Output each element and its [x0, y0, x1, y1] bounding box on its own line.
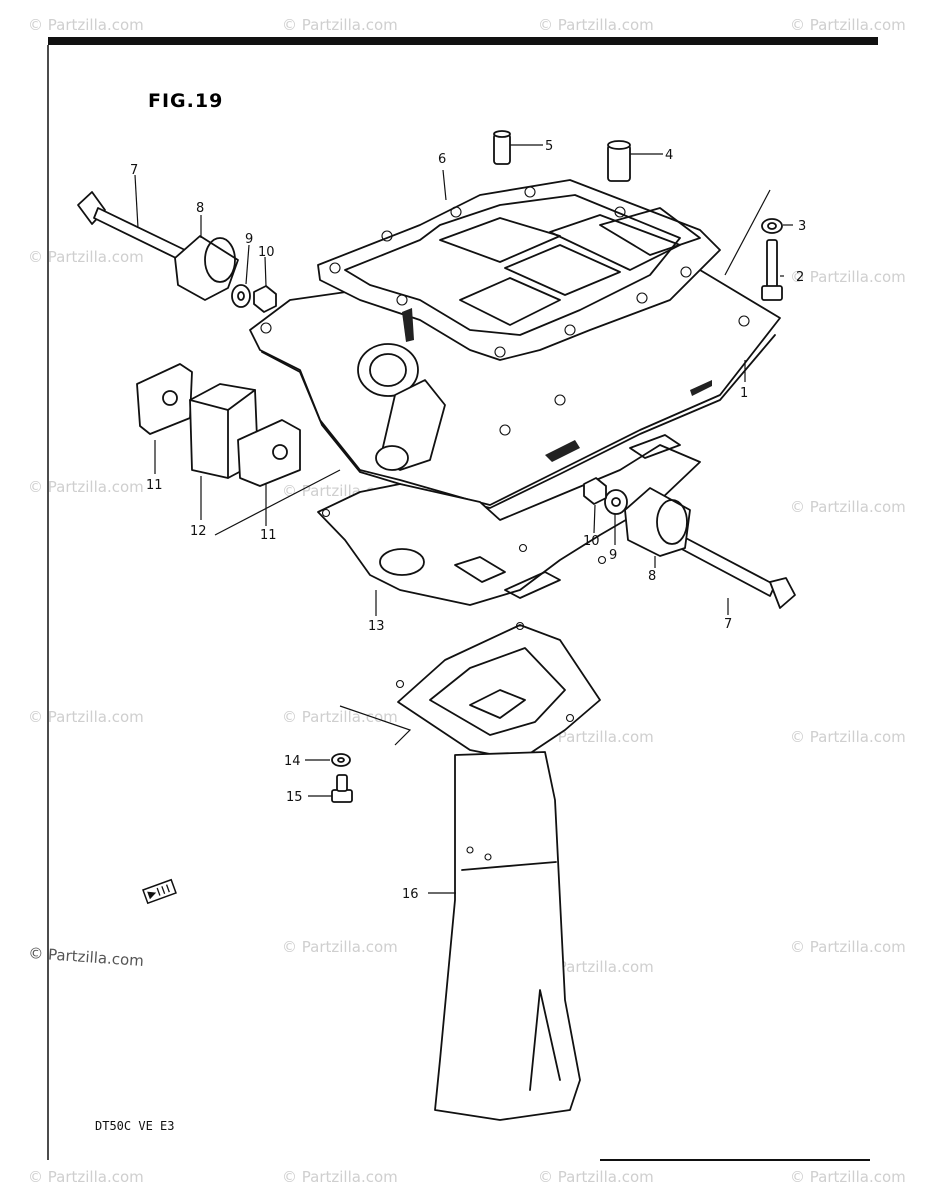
callout-9-right: 9 [609, 548, 617, 563]
part-2-bolt [761, 239, 783, 301]
part-5-pin [493, 130, 511, 165]
callout-13: 13 [368, 619, 385, 634]
callout-numbers: 1 2 3 4 5 6 7 8 9 10 11 12 11 13 14 15 1… [130, 139, 806, 902]
callout-11-right: 11 [260, 528, 277, 543]
top-border-rule [48, 37, 878, 45]
part-11-plate-right [237, 419, 301, 487]
callout-6: 6 [438, 152, 446, 167]
figure-title: FIG.19 [148, 90, 223, 112]
callout-3: 3 [798, 219, 806, 234]
leader-lines [134, 144, 793, 894]
part-9-washer-right [604, 489, 628, 515]
watermark: © Partzilla.com [790, 938, 906, 956]
callout-5: 5 [545, 139, 553, 154]
part-9-washer-left [231, 284, 251, 308]
callout-16: 16 [402, 887, 419, 902]
callout-1: 1 [740, 386, 748, 401]
callout-8-left: 8 [196, 201, 204, 216]
front-direction-icon [142, 878, 177, 905]
part-7-bolt-right [675, 534, 796, 609]
watermark: © Partzilla.com [790, 16, 906, 34]
part-15-bolt [331, 774, 353, 803]
callout-10-right: 10 [583, 534, 600, 549]
part-16-exhaust-tube [395, 621, 601, 1121]
callout-2: 2 [796, 270, 804, 285]
callout-15: 15 [286, 790, 303, 805]
part-8-rubber-mount-left [174, 235, 239, 301]
bracket-2-3 [724, 189, 771, 276]
part-1-mount-plate [249, 179, 781, 509]
watermark: © Partzilla.com [28, 16, 144, 34]
watermark-grid: © Partzilla.com © Partzilla.com © Partzi… [28, 16, 906, 1186]
model-code: DT50C VE E3 [95, 1119, 174, 1133]
callout-9-left: 9 [245, 232, 253, 247]
part-8-rubber-mount-right [624, 487, 691, 557]
watermark: © Partzilla.com [538, 16, 654, 34]
watermark: © Partzilla.com [790, 498, 906, 516]
bracket-13-14 [339, 705, 412, 746]
part-4-pin [607, 140, 631, 182]
callout-4: 4 [665, 148, 673, 163]
watermark: © Partzilla.com [538, 958, 654, 976]
callout-11-left: 11 [146, 478, 163, 493]
watermark: © Partzilla.com [282, 16, 398, 34]
watermark: © Partzilla.com [538, 1168, 654, 1186]
watermark: © Partzilla.com [790, 268, 906, 286]
watermark-dark: © Partzilla.com [28, 944, 145, 970]
callout-14: 14 [284, 754, 301, 769]
watermark: © Partzilla.com [28, 478, 144, 496]
part-11-plate-left [136, 363, 193, 435]
watermark: © Partzilla.com [28, 1168, 144, 1186]
watermark: © Partzilla.com [790, 728, 906, 746]
part-14-lock-washer [331, 753, 351, 767]
watermark: © Partzilla.com [282, 1168, 398, 1186]
bracket-11-12 [214, 469, 341, 536]
watermark: © Partzilla.com [28, 708, 144, 726]
watermark: © Partzilla.com [282, 938, 398, 956]
watermark: © Partzilla.com [538, 728, 654, 746]
part-10-nut-right [583, 477, 607, 505]
callout-10-left: 10 [258, 245, 275, 260]
watermark: © Partzilla.com [28, 248, 144, 266]
callout-7-right: 7 [724, 617, 732, 632]
part-3-washer [761, 218, 783, 234]
part-10-nut-left [253, 285, 277, 313]
callout-12: 12 [190, 524, 207, 539]
watermark: © Partzilla.com [790, 1168, 906, 1186]
watermark: © Partzilla.com [282, 708, 398, 726]
callout-7-left: 7 [130, 163, 138, 178]
callout-8-right: 8 [648, 569, 656, 584]
